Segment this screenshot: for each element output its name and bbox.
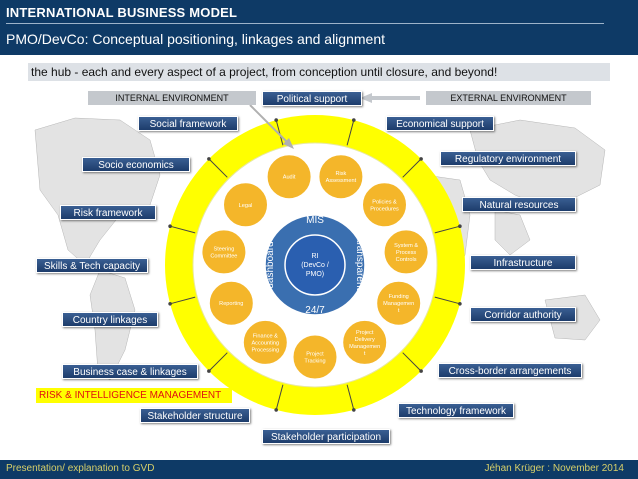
wheel-segment-label: Accounting (251, 340, 279, 346)
infrastructure-label: Infrastructure (470, 255, 576, 270)
spoke-arrowhead (207, 369, 211, 373)
stakeholder-participation-label: Stakeholder participation (262, 429, 390, 444)
wheel-segment (383, 229, 429, 275)
economical-support-label: Economical support (386, 116, 494, 131)
business-case-linkages-label: Business case & linkages (62, 364, 198, 379)
hub-center-line: PMO) (306, 271, 324, 278)
ring-label-left: dashboard (265, 241, 276, 288)
spoke-arrowhead (419, 369, 423, 373)
spoke-line (434, 296, 461, 305)
spoke-arrowhead (458, 224, 462, 228)
slide-title: INTERNATIONAL BUSINESS MODEL (6, 5, 238, 20)
risk-intelligence-management-label: RISK & INTELLIGENCE MANAGEMENT (36, 388, 232, 403)
spoke-arrowhead (352, 408, 356, 412)
spoke-arrowhead (352, 118, 356, 122)
wheel-segment-label: Project (306, 352, 324, 358)
wheel-segment-label: Tracking (304, 359, 325, 365)
wheel-segment (342, 319, 388, 365)
hub-center-label: RI (DevCo / PMO) (301, 253, 329, 278)
title-divider (6, 23, 604, 24)
wheel-segment-label: Processing (251, 347, 279, 353)
wheel-segment-label: Controls (396, 257, 417, 263)
ring-label-right: transparent (354, 240, 365, 291)
cross-border-arrangements-label: Cross-border arrangements (438, 363, 582, 378)
wheel-segment-label: t (364, 351, 366, 357)
wheel-segment (318, 154, 364, 200)
spoke-arrows (168, 118, 462, 412)
spoke-arrowhead (168, 302, 172, 306)
wheel-segment (266, 154, 312, 200)
wheel-segment-label: Audit (283, 175, 296, 181)
wheel-segment-label: Managemen (349, 344, 380, 350)
pointer-arrow (249, 104, 289, 144)
spoke-line (434, 225, 461, 234)
wheel-segment-label: Finance & (253, 333, 278, 339)
wheel-segment (208, 280, 254, 326)
footer-author-date: Jéhan Krüger : November 2014 (484, 463, 624, 474)
wheel-segment (376, 280, 422, 326)
spoke-line (169, 296, 196, 305)
hub-center-line: RI (312, 253, 319, 260)
wheel-segment (362, 182, 407, 228)
hub-banner: the hub - each and every aspect of a pro… (28, 63, 610, 81)
natural-resources-label: Natural resources (462, 197, 576, 212)
hub-center-line: (DevCo / (301, 262, 329, 269)
wheel-segment-label: Assessment (326, 178, 357, 184)
wheel-segment (292, 334, 338, 380)
regulatory-environment-label: Regulatory environment (440, 151, 576, 166)
spoke-line (275, 119, 284, 146)
ring-label-top: MIS (306, 215, 324, 226)
wheel-segment-label: Risk (335, 171, 346, 177)
spoke-line (208, 352, 228, 372)
spoke-arrowhead (168, 224, 172, 228)
technology-framework-label: Technology framework (398, 403, 514, 418)
wheel-segment-label: Steering (213, 246, 234, 252)
wheel-segment-label: Legal (239, 203, 253, 209)
spoke-line (402, 352, 422, 372)
wheel-segment-label: Managemen (383, 301, 414, 307)
spoke-line (346, 384, 355, 411)
political-support-label: Political support (262, 91, 362, 106)
spoke-arrowhead (274, 408, 279, 412)
wheel-segment-label: Funding (389, 294, 409, 300)
spoke-arrowhead (274, 118, 279, 122)
wheel-segment-label: Process (396, 250, 416, 256)
risk-framework-label: Risk framework (60, 205, 156, 220)
wheel-segment-label: Delivery (355, 337, 375, 343)
wheel-segment (201, 229, 247, 275)
spoke-line (169, 225, 196, 234)
footer-presentation-note: Presentation/ explanation to GVD (6, 463, 155, 474)
spoke-arrowhead (458, 302, 462, 306)
pointer-arrowhead (283, 138, 294, 149)
social-framework-label: Social framework (138, 116, 238, 131)
spoke-line (402, 158, 422, 178)
spoke-arrowhead (207, 157, 211, 161)
wheel-segment (223, 182, 268, 228)
ring-label-bottom: 24/7 (305, 305, 325, 316)
spoke-arrowhead (419, 157, 423, 161)
wheel-segment-label: System & (394, 243, 418, 249)
spoke-line (208, 158, 228, 178)
skills-tech-capacity-label: Skills & Tech capacity (36, 258, 148, 273)
stakeholder-structure-label: Stakeholder structure (140, 408, 250, 423)
spoke-line (275, 384, 284, 411)
wheel-segment-label: Policies & (372, 199, 397, 205)
spoke-line (346, 119, 355, 146)
socio-economics-label: Socio economics (82, 157, 190, 172)
slide-subtitle: PMO/DevCo: Conceptual positioning, linka… (6, 31, 385, 47)
internal-environment-label: INTERNAL ENVIRONMENT (88, 91, 256, 105)
wheel-segment-label: Reporting (219, 301, 243, 307)
corridor-authority-label: Corridor authority (470, 307, 576, 322)
hub-core (284, 234, 346, 296)
wheel-segment (242, 319, 288, 365)
wheel-segment-label: Project (356, 330, 374, 336)
wheel-segment-label: t (398, 308, 400, 314)
external-environment-label: EXTERNAL ENVIRONMENT (426, 91, 591, 105)
external-env-arrow (360, 93, 420, 103)
wheel-segment-label: Committee (210, 253, 237, 259)
country-linkages-label: Country linkages (62, 312, 158, 327)
wheel-segment-label: Procedures (370, 206, 399, 212)
